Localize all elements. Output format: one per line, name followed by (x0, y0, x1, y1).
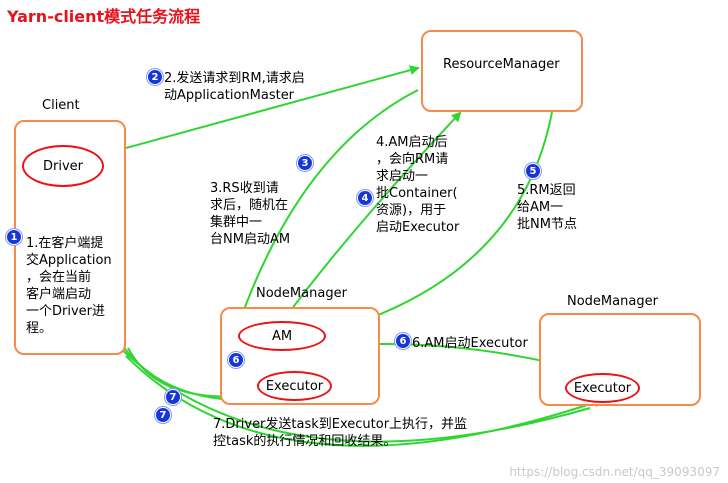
driver-node: Driver (22, 145, 104, 187)
executor-2-label: Executor (573, 380, 632, 396)
executor-node-2: Executor (565, 373, 640, 403)
diagram-title: Yarn-client模式任务流程 (7, 7, 201, 26)
step-1-note: 1.在客户端提 交Application ，会在当前 客户端启动 一个Drive… (26, 236, 112, 336)
step-1-badge: 1 (6, 229, 22, 245)
step-2-note: 2.发送请求到RM,请求启 动ApplicationMaster (164, 71, 305, 103)
step-6-note: 6.AM启动Executor (412, 336, 528, 351)
step-3-note: 3.RS收到请 求后，随机在 集群中一 台NM启动AM (210, 181, 291, 247)
resource-manager-box (421, 30, 583, 112)
driver-label: Driver (42, 158, 83, 174)
node-manager-2-label: NodeManager (567, 294, 658, 309)
step-6-badge-local: 6 (228, 352, 244, 368)
step-4-note: 4.AM启动后 ，会向RM请 求启动一 批Container( 资源)，用于 启… (376, 135, 460, 235)
step-4-badge: 4 (357, 190, 373, 206)
watermark: https://blog.csdn.net/qq_39093097 (509, 465, 720, 479)
executor-node-1: Executor (257, 371, 332, 401)
client-label: Client (42, 98, 80, 113)
step-2-badge: 2 (147, 69, 163, 85)
step-3-badge: 3 (297, 155, 313, 171)
node-manager-1-label: NodeManager (256, 286, 347, 301)
step-5-note: 5.RM返回 给AM一 批NM节点 (517, 183, 577, 232)
arrow-3-rm-to-am (235, 89, 419, 328)
arrow-7-remote-executor-to-driver (110, 338, 591, 443)
resource-manager-label: ResourceManager (443, 57, 560, 72)
am-node: AM (238, 321, 326, 351)
executor-1-label: Executor (265, 378, 324, 394)
step-7-badge-upper: 7 (165, 389, 181, 405)
step-5-badge: 5 (525, 163, 541, 179)
arrow-2-client-to-rm (125, 65, 420, 149)
step-6-badge-remote: 6 (395, 333, 411, 349)
step-7-note: 7.Driver发送task到Executor上执行，并监 控task的执行情况… (213, 417, 468, 449)
step-7-badge-lower: 7 (155, 407, 171, 423)
am-label: AM (271, 328, 293, 344)
arrow-4-am-to-rm (281, 111, 462, 323)
